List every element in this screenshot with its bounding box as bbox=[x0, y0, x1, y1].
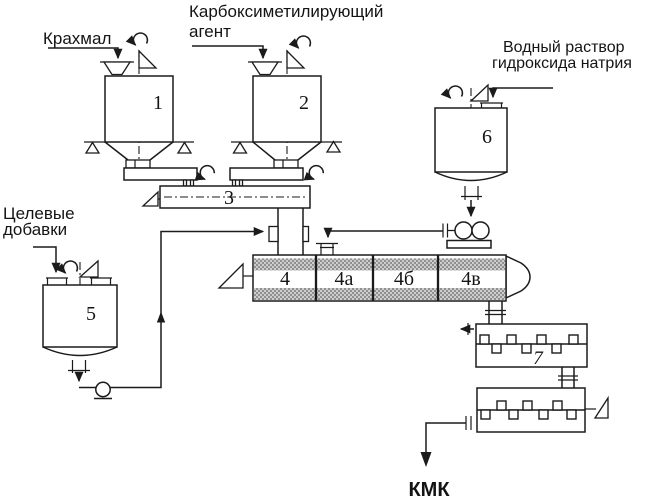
reactor-end-cap bbox=[505, 254, 531, 300]
naoh-to-reactor-pipe bbox=[323, 227, 443, 239]
paddle-icon bbox=[496, 400, 507, 411]
naoh-label-line1: Водный раствор bbox=[503, 39, 625, 56]
bottom-nozzle bbox=[68, 360, 90, 373]
dryer-interstage-pipe bbox=[558, 367, 578, 388]
tank-body bbox=[434, 107, 508, 173]
screw-feeder bbox=[229, 167, 304, 181]
paddle-icon bbox=[522, 400, 533, 411]
additives-label-line1: Целевые bbox=[3, 204, 75, 223]
cone-collar bbox=[273, 159, 299, 169]
dished-bottom bbox=[42, 346, 118, 357]
reactor-section-3-number: 4б bbox=[394, 268, 414, 290]
tank-6-number: 6 bbox=[482, 126, 492, 148]
reactor-section-2-number: 4а bbox=[335, 268, 354, 290]
pipe-flange bbox=[558, 375, 578, 381]
flow-direction-arrow bbox=[156, 311, 166, 323]
paddle-icon bbox=[480, 409, 491, 420]
additives-transfer-line bbox=[79, 227, 265, 400]
pipe-walls bbox=[561, 367, 575, 388]
reactor-inlet-nozzle bbox=[316, 242, 338, 255]
paddle-icon bbox=[508, 409, 519, 420]
product-pipe bbox=[425, 422, 466, 453]
duct-side-port-left bbox=[268, 225, 279, 243]
dryer-number: 7 bbox=[533, 348, 544, 369]
tank-5-number: 5 bbox=[86, 303, 96, 325]
cm-agent-feed-arrow bbox=[192, 45, 268, 60]
feeder-leg bbox=[189, 179, 195, 187]
dosing-conveyor-3: 3 bbox=[141, 185, 311, 209]
starch-hopper-1: 1 bbox=[84, 33, 216, 187]
inlet-funnel bbox=[250, 61, 280, 76]
reactor-4: 4 4а 4б 4в bbox=[217, 242, 531, 324]
naoh-dosing-pump bbox=[323, 221, 492, 249]
tank-body bbox=[42, 284, 118, 348]
paddle-icon bbox=[506, 334, 517, 345]
reactor-discharge-pipe bbox=[488, 301, 503, 324]
feeder-leg bbox=[231, 179, 237, 187]
feeder-leg bbox=[238, 179, 244, 187]
top-nozzle-right bbox=[90, 277, 112, 285]
hopper-body bbox=[252, 75, 322, 143]
cone-collar bbox=[125, 159, 151, 169]
gear-pump-rotor-icon bbox=[471, 221, 490, 240]
conveyor-number: 3 bbox=[224, 187, 234, 209]
reactor-section-1-number: 4 bbox=[280, 268, 290, 290]
starch-label: Крахмал bbox=[43, 29, 111, 48]
naoh-feed-arrow bbox=[488, 87, 553, 99]
pump-icon bbox=[95, 381, 111, 398]
product-label: КМК bbox=[408, 479, 450, 500]
discharge-cone bbox=[104, 141, 174, 161]
feed-duct bbox=[268, 208, 310, 255]
additives-feed-arrow bbox=[33, 246, 61, 274]
hopper-body bbox=[104, 75, 174, 143]
discharge-flange bbox=[485, 309, 506, 316]
pump-base-plate bbox=[446, 239, 492, 249]
agitator-drive-icon bbox=[286, 49, 306, 69]
naoh-tank-6: 6 bbox=[434, 83, 508, 218]
agitator-drive-icon bbox=[78, 259, 99, 278]
paddle-icon bbox=[491, 343, 502, 354]
paddle-icon bbox=[479, 334, 490, 345]
cm-agent-label-line1: Карбоксиметилирующий bbox=[189, 2, 383, 21]
discharge-cone bbox=[252, 141, 322, 161]
naoh-label-line2: гидроксида натрия bbox=[492, 55, 632, 72]
section-dividers bbox=[314, 255, 440, 301]
product-outlet bbox=[420, 422, 466, 467]
starch-feed-arrow bbox=[48, 47, 123, 60]
top-nozzle bbox=[480, 102, 503, 108]
dryer-lower bbox=[465, 387, 609, 433]
additives-label-line2: добавки bbox=[3, 220, 67, 239]
paddle-icon bbox=[521, 343, 532, 354]
agitator-drive-icon bbox=[469, 83, 489, 102]
reactor-section-4-number: 4в bbox=[461, 268, 480, 290]
transfer-pipe bbox=[79, 227, 265, 389]
hopper-1-number: 1 bbox=[153, 92, 163, 114]
agent-hopper-2: 2 bbox=[229, 36, 342, 187]
drive-triangle-icon bbox=[141, 190, 159, 207]
additives-tank-5: 5 bbox=[42, 259, 118, 383]
paddle-icon bbox=[566, 409, 577, 420]
hopper-2-number: 2 bbox=[299, 92, 309, 114]
paddle-icon bbox=[538, 409, 549, 420]
gear-pump-rotor-icon bbox=[454, 221, 473, 240]
feeder-leg bbox=[182, 179, 188, 187]
product-arrow bbox=[420, 452, 432, 467]
drive-triangle-icon bbox=[593, 395, 609, 419]
top-nozzle-left bbox=[46, 277, 68, 285]
screw-feeder bbox=[123, 167, 198, 181]
inlet-funnel bbox=[102, 61, 132, 76]
duct-side-port-right bbox=[302, 225, 310, 243]
cm-agent-label-line2: агент bbox=[189, 22, 231, 41]
paddle-icon bbox=[551, 343, 562, 354]
paddle-icon bbox=[552, 400, 563, 411]
dished-bottom bbox=[434, 171, 508, 182]
paddle-icon bbox=[536, 334, 547, 345]
agitator-drive-icon bbox=[138, 49, 158, 69]
bottom-nozzle bbox=[461, 186, 482, 200]
dryer-7-upper: 7 bbox=[459, 323, 588, 369]
paddle-icon bbox=[568, 334, 579, 345]
